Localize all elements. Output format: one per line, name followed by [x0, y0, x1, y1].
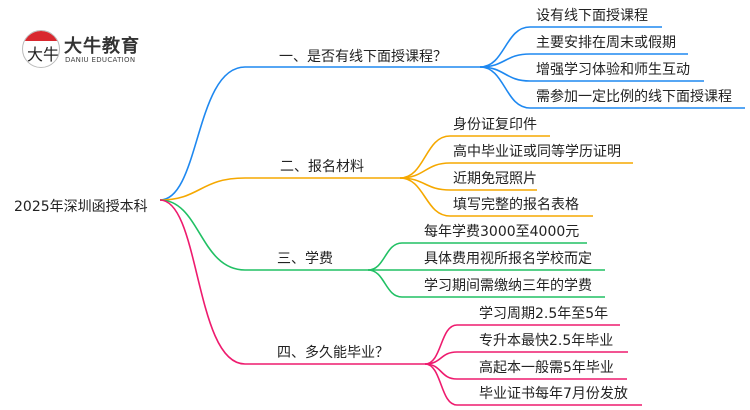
link-root-branch-3: [159, 199, 368, 271]
leaf-node: 身份证复印件: [453, 117, 537, 133]
link-b2-c4: [399, 177, 593, 217]
link-root-branch-2: [159, 177, 400, 201]
link-b4-c2: [424, 351, 628, 365]
leaf-node: 专升本最快2.5年毕业: [479, 333, 614, 349]
root-node: 2025年深圳函授本科: [14, 199, 148, 215]
link-b2-c1: [399, 135, 550, 179]
logo-name-en: DANIU EDUCATION: [65, 56, 136, 64]
leaf-node: 近期免冠照片: [453, 171, 537, 187]
branch-node: 二、报名材料: [280, 159, 364, 175]
link-b4-c4: [424, 363, 642, 406]
logo: 大牛 大牛教育 DANIU EDUCATION: [22, 28, 162, 72]
branch-node: 四、多久能毕业？: [277, 345, 389, 361]
leaf-node: 每年学费3000至4000元: [424, 224, 580, 240]
link-b1-c2: [479, 53, 688, 68]
branch-node: 一、是否有线下面授课程？: [279, 49, 447, 65]
leaf-node: 增强学习体验和师生互动: [536, 62, 690, 78]
link-root-branch-4: [159, 199, 425, 365]
link-b3-c1: [367, 242, 587, 271]
logo-mark-text: 大牛: [27, 45, 60, 64]
leaf-node: 主要安排在周末或假期: [536, 35, 676, 51]
logo-name-cn: 大牛教育: [64, 36, 140, 57]
leaf-node: 毕业证书每年7月份发放: [479, 386, 628, 402]
logo-mark: 大牛: [22, 30, 60, 68]
link-root-branch-1: [159, 66, 480, 201]
link-b1-c4: [479, 66, 745, 109]
link-b3-c3: [367, 269, 605, 298]
leaf-node: 具体费用视所报名学校而定: [424, 251, 592, 267]
leaf-node: 高起本一般需5年毕业: [479, 360, 614, 376]
branch-node: 三、学费: [277, 251, 333, 267]
link-b2-c2: [399, 162, 633, 179]
leaf-node: 需参加一定比例的线下面授课程: [536, 89, 732, 105]
leaf-node: 高中毕业证或同等学历证明: [453, 144, 621, 160]
link-b4-c1: [424, 324, 620, 365]
leaf-node: 学习期间需缴纳三年的学费: [424, 278, 592, 294]
leaf-node: 设有线下面授课程: [536, 8, 648, 24]
leaf-node: 填写完整的报名表格: [453, 197, 579, 213]
leaf-node: 学习周期2.5年至5年: [479, 306, 609, 322]
link-b1-c1: [479, 26, 662, 68]
